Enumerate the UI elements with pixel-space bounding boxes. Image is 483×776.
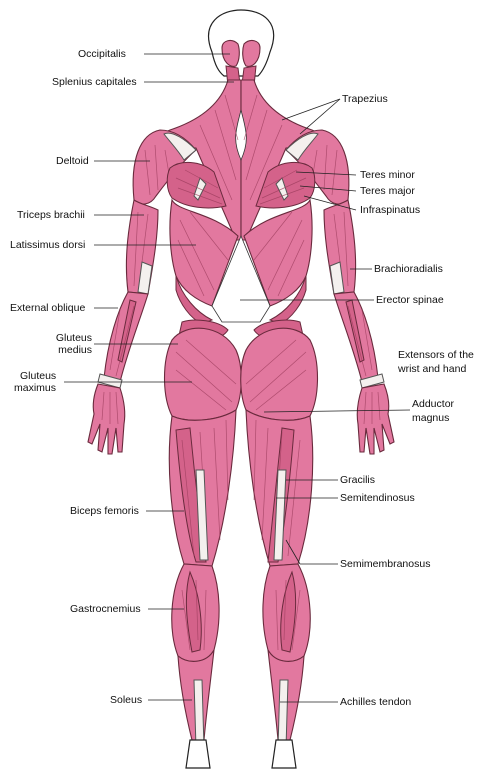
label-gluteus-medius-line2: medius <box>40 344 92 356</box>
label-gracilis: Gracilis <box>340 474 375 486</box>
label-external-oblique: External oblique <box>10 302 85 314</box>
label-soleus: Soleus <box>110 694 142 706</box>
gastrocnemius-muscle <box>172 564 311 661</box>
label-brachioradialis: Brachioradialis <box>374 263 443 275</box>
label-deltoid: Deltoid <box>56 155 89 167</box>
label-gluteus-maximus-line1: Gluteus <box>20 370 56 382</box>
thigh-muscles <box>169 410 312 566</box>
label-adductor-magnus-line1: Adductor <box>412 398 454 410</box>
label-gluteus-medius-line1: Gluteus <box>40 332 92 344</box>
label-erector-spinae: Erector spinae <box>376 294 444 306</box>
label-extensors-line1: Extensors of the <box>398 349 474 361</box>
hands <box>88 384 394 454</box>
label-extensors-line2: wrist and hand <box>398 363 466 375</box>
label-occipitalis: Occipitalis <box>78 48 126 60</box>
label-infraspinatus: Infraspinatus <box>360 204 420 216</box>
label-biceps-femoris: Biceps femoris <box>70 505 139 517</box>
label-gluteus-maximus-line2: maximus <box>14 382 56 394</box>
label-teres-minor: Teres minor <box>360 169 415 181</box>
label-adductor-magnus-line2: magnus <box>412 412 449 424</box>
gluteus-maximus-muscle <box>165 328 318 420</box>
label-semitendinosus: Semitendinosus <box>340 492 415 504</box>
label-latissimus-dorsi: Latissimus dorsi <box>10 239 85 251</box>
label-teres-major: Teres major <box>360 185 415 197</box>
label-trapezius: Trapezius <box>342 93 388 105</box>
label-gastrocnemius: Gastrocnemius <box>70 603 141 615</box>
achilles-tendon <box>186 680 296 768</box>
head <box>209 10 274 86</box>
label-achilles-tendon: Achilles tendon <box>340 696 411 708</box>
label-splenius-capitales: Splenius capitales <box>52 76 137 88</box>
label-semimembranosus: Semimembranosus <box>340 558 430 570</box>
label-triceps-brachii: Triceps brachii <box>17 209 85 221</box>
